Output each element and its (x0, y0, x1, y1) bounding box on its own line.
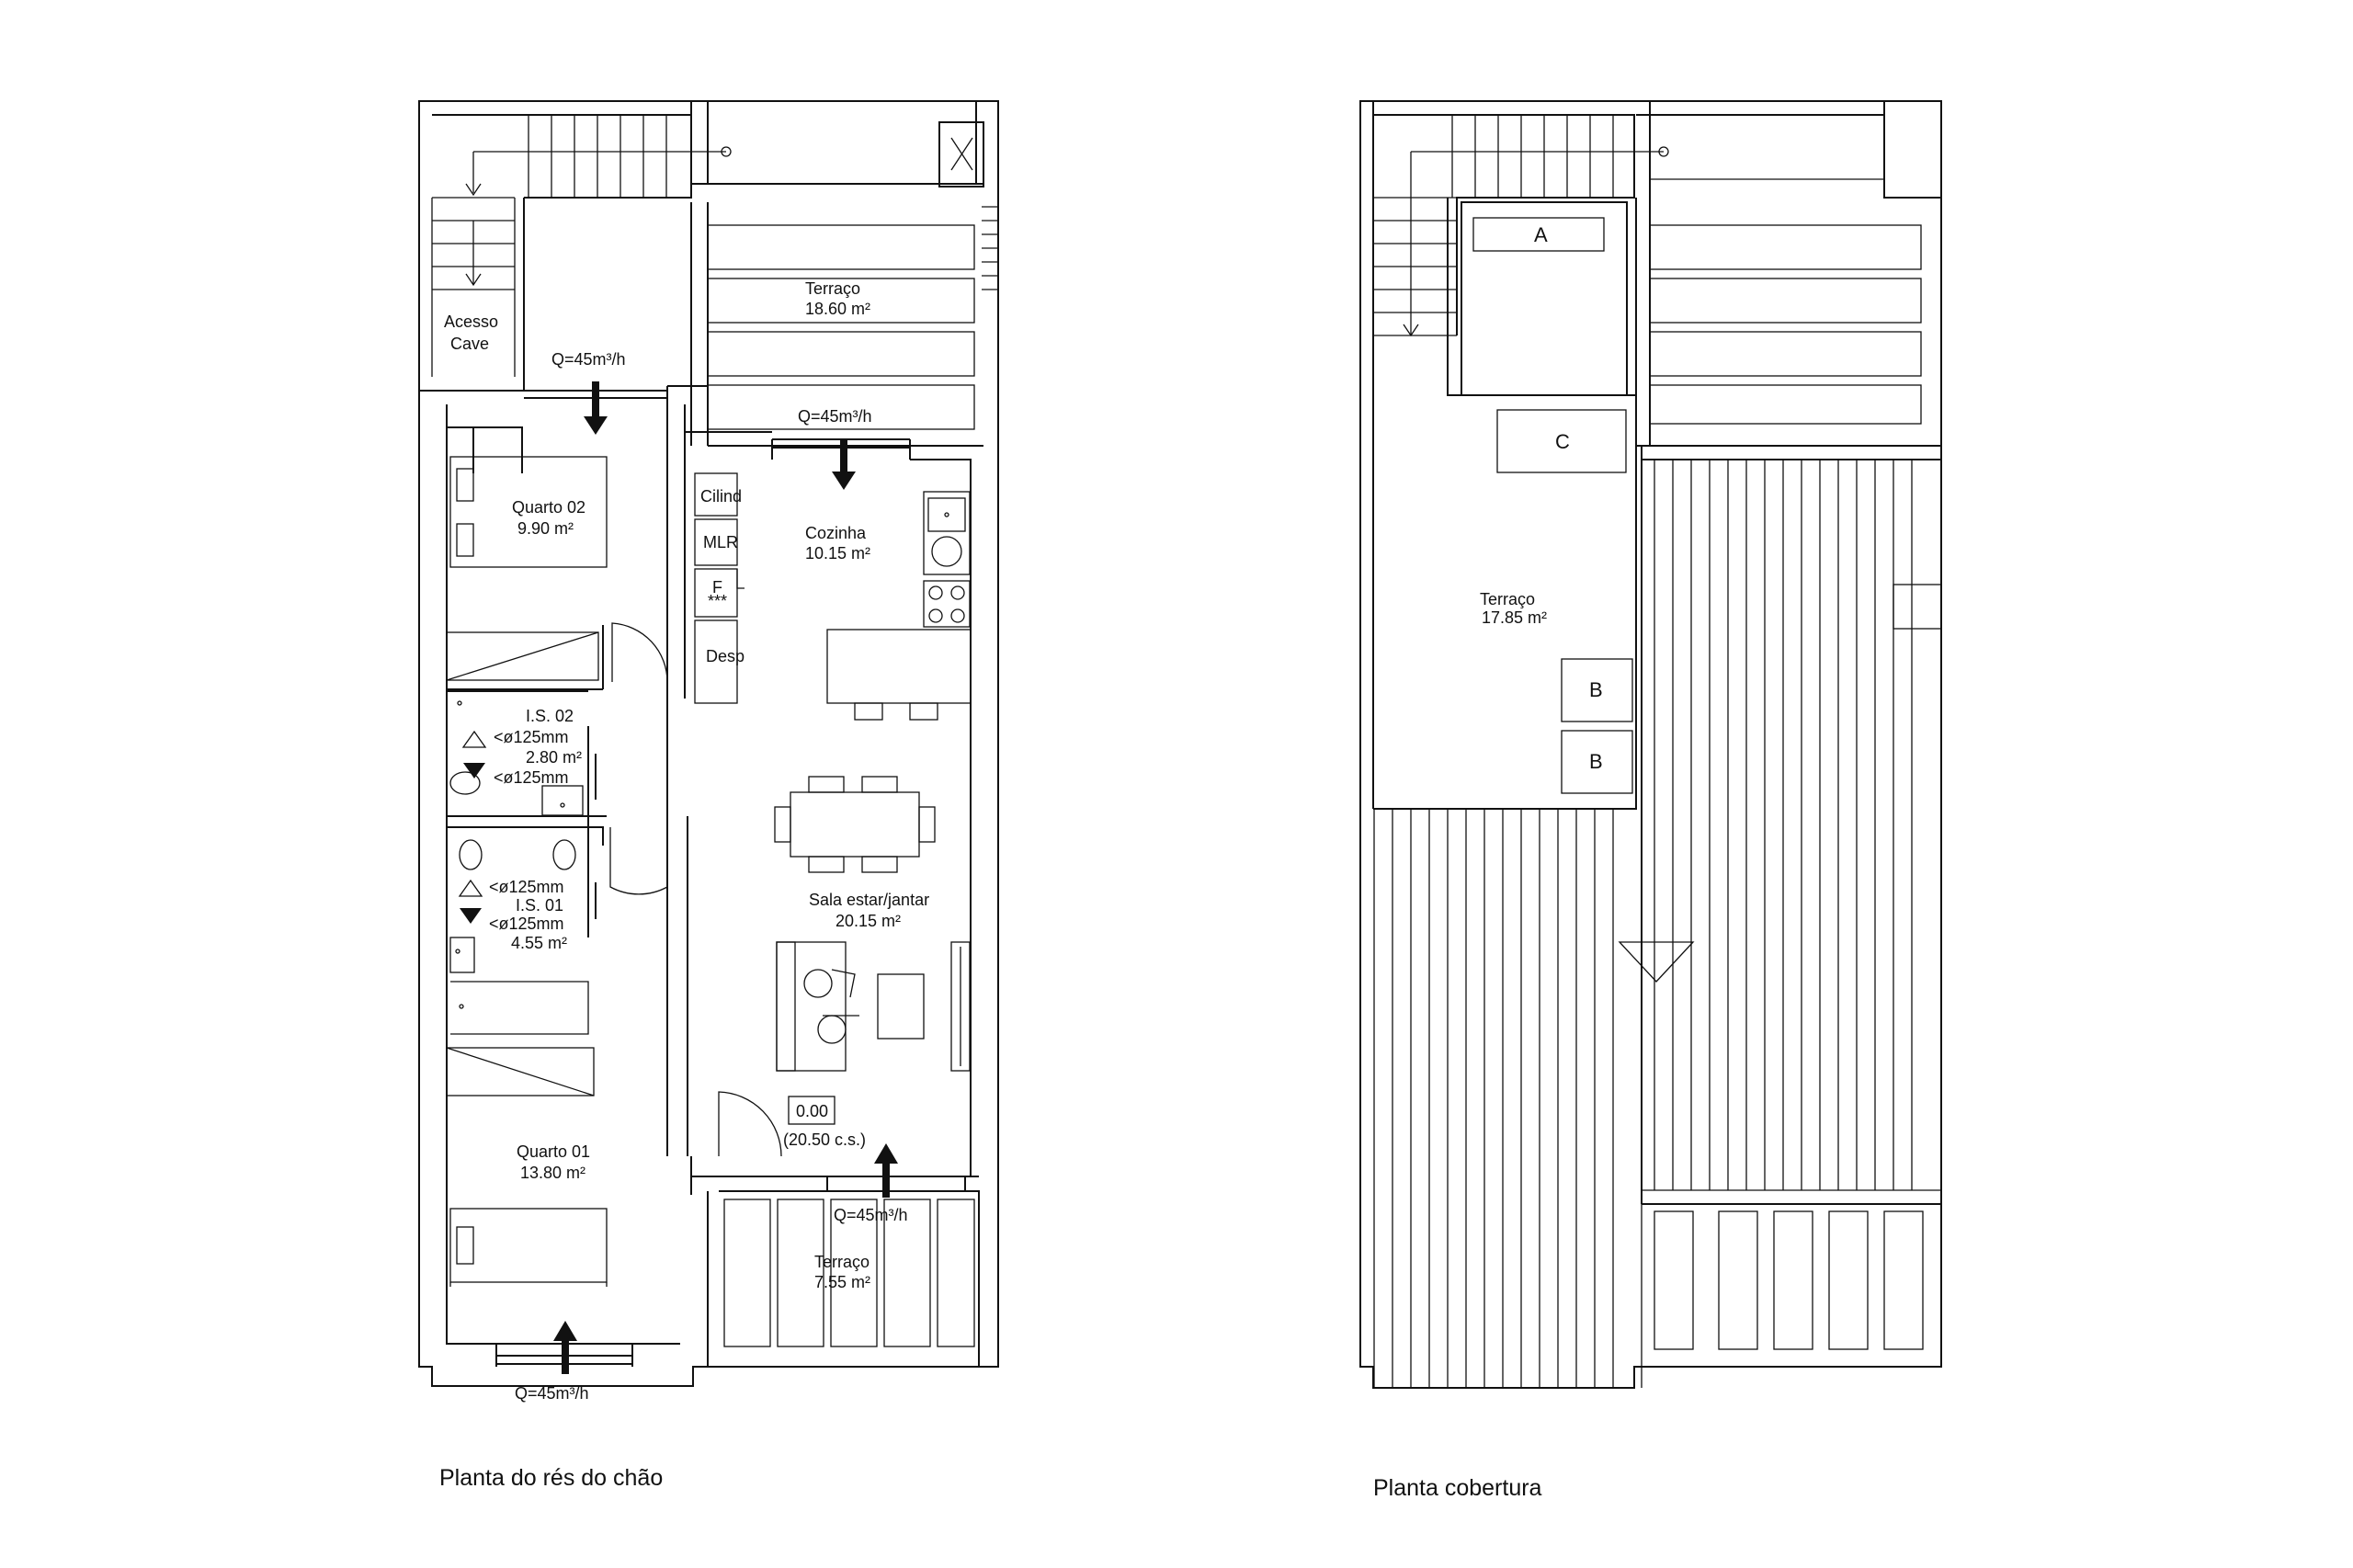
airflow-arrow-cozinha (832, 439, 856, 490)
duct-in-icon-is-01 (458, 879, 483, 897)
kitchen-fixtures (694, 460, 972, 721)
roof-terraco (1373, 198, 1941, 810)
roof-railing-boxes (1642, 1203, 1941, 1350)
area-quarto-01: 13.80 m² (520, 1164, 585, 1182)
label-acesso: Acesso (444, 312, 498, 331)
area-is-01: 4.55 m² (511, 934, 567, 952)
airflow-arrow-quarto-01 (553, 1321, 577, 1374)
airflow-label-cozinha: Q=45m³/h (798, 407, 872, 426)
stair-block (431, 114, 732, 377)
roof-label-terraco: Terraço (1480, 590, 1535, 608)
is-02-fixtures (447, 690, 597, 817)
wardrobe-quarto-02 (446, 631, 599, 681)
label-sala: Sala estar/jantar (809, 891, 929, 909)
door-quarto-02 (611, 622, 668, 683)
ventilation-shaft (938, 121, 984, 187)
airflow-label-quarto-02: Q=45m³/h (551, 350, 626, 369)
railing-slats (982, 206, 998, 290)
roof-stair (1372, 101, 1669, 809)
label-mlr: MLR (703, 533, 738, 551)
area-terraco-north: 18.60 m² (805, 300, 870, 318)
roof-area-terraco: 17.85 m² (1482, 608, 1547, 627)
area-terraco-south: 7.55 m² (814, 1273, 870, 1291)
acesso-cave-wall (419, 198, 525, 392)
level-note: (20.50 c.s.) (783, 1131, 866, 1149)
area-quarto-02: 9.90 m² (517, 519, 574, 538)
roof-equipment-b1: B (1589, 678, 1603, 701)
label-terraco-south: Terraço (814, 1253, 870, 1271)
caption-ground-floor: Planta do rés do chão (439, 1465, 663, 1491)
roof-plan: A C B B Terraço 17.85 m² Planta cobertur… (1359, 100, 1942, 1501)
caption-roof: Planta cobertura (1373, 1475, 1542, 1501)
duct-in-icon-is-02 (461, 730, 487, 748)
roof-equipment-c: C (1555, 430, 1570, 453)
is-01-fixtures (447, 826, 604, 1035)
roof-equipment-a: A (1534, 223, 1548, 246)
ground-floor-inner-wall (446, 404, 680, 1345)
level-marker (788, 1096, 835, 1125)
area-is-02: 2.80 m² (526, 748, 582, 767)
ground-floor-outer-wall (418, 100, 999, 1387)
label-desp: Desp (706, 647, 745, 665)
dining-table (774, 776, 936, 873)
airflow-arrow-entrance (874, 1143, 898, 1198)
roof-tiling-right (1618, 446, 1942, 1204)
roof-outer-wall (1359, 100, 1942, 1389)
airflow-label-quarto-01: Q=45m³/h (515, 1384, 589, 1403)
duct-out-icon-is-01 (460, 908, 482, 924)
duct-in-is-02: <ø125mm (494, 728, 569, 746)
airflow-arrow-quarto-02 (584, 381, 608, 435)
bed-quarto-02 (449, 456, 608, 568)
terraco-south (691, 1176, 980, 1368)
duct-out-is-01: <ø125mm (489, 915, 564, 933)
ground-floor-plan: Acesso Cave Terraço 18.60 m² Q=45m³/h Q=… (418, 100, 999, 1491)
label-is-02: I.S. 02 (526, 707, 574, 725)
roof-equipment-b2: B (1589, 750, 1603, 773)
label-cozinha: Cozinha (805, 524, 867, 542)
label-quarto-02: Quarto 02 (512, 498, 585, 517)
label-quarto-01: Quarto 01 (517, 1142, 590, 1161)
roof-terrace-slats (1636, 101, 1922, 446)
roof-tiling-left (1359, 809, 1643, 1388)
label-fridge-stars: *** (708, 592, 727, 610)
wardrobe-quarto-01 (446, 1047, 595, 1096)
label-is-01: I.S. 01 (516, 896, 563, 915)
duct-out-is-02: <ø125mm (494, 768, 569, 787)
label-fridge: F (712, 578, 722, 597)
label-cilind: Cilind (700, 487, 742, 506)
bed-quarto-01 (449, 1208, 608, 1287)
label-cave: Cave (450, 335, 489, 353)
airflow-label-entrance: Q=45m³/h (834, 1206, 908, 1224)
area-sala: 20.15 m² (835, 912, 901, 930)
door-is (609, 827, 668, 895)
sofa-set (776, 941, 971, 1072)
duct-in-is-01: <ø125mm (489, 878, 564, 896)
level-value: 0.00 (796, 1102, 828, 1120)
label-terraco-north: Terraço (805, 279, 860, 298)
door-entrance (718, 1091, 782, 1157)
duct-out-icon-is-02 (463, 763, 485, 778)
roof-shaft (1883, 101, 1941, 199)
area-cozinha: 10.15 m² (805, 544, 870, 562)
